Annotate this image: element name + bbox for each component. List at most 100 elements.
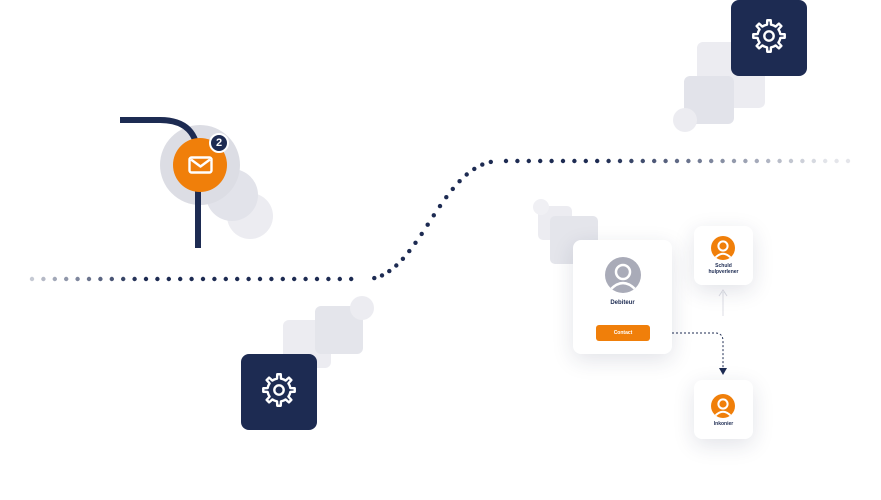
counselor-label-line2: hulpverlener xyxy=(708,269,739,275)
path-dot xyxy=(394,263,399,268)
path-dot xyxy=(400,256,406,261)
path-dot xyxy=(419,231,424,237)
collector-label: Inkonier xyxy=(713,421,734,427)
path-dot xyxy=(292,276,297,282)
path-dot xyxy=(63,276,69,282)
path-dot xyxy=(444,195,449,200)
path-dot xyxy=(720,158,725,164)
path-dot xyxy=(617,158,623,164)
path-dot xyxy=(503,158,509,164)
path-dot xyxy=(425,222,430,227)
path-dot xyxy=(515,158,520,164)
debt-counselor-card: Schuld hulpverlener xyxy=(694,226,753,285)
path-dot xyxy=(98,276,103,282)
path-dot xyxy=(488,159,493,165)
path-dot xyxy=(709,158,714,164)
path-dot xyxy=(777,158,782,164)
path-dot xyxy=(235,276,240,282)
path-dot xyxy=(280,276,285,282)
ghost-dot xyxy=(533,199,549,215)
path-dot xyxy=(143,276,149,282)
ghost-square xyxy=(684,76,734,124)
counselor-label-line1: Schuld xyxy=(715,263,732,269)
path-dot xyxy=(663,158,668,164)
gear-icon xyxy=(261,372,297,413)
path-dot xyxy=(337,276,342,282)
path-dot xyxy=(480,162,485,167)
mail-icon[interactable] xyxy=(188,156,213,174)
path-dot xyxy=(595,158,600,164)
collector-card: Inkonier xyxy=(694,380,753,439)
path-dot xyxy=(257,276,263,282)
path-dot xyxy=(178,276,183,282)
path-dot xyxy=(457,179,462,184)
debtor-avatar xyxy=(605,257,641,293)
path-dot xyxy=(834,158,839,164)
contact-button[interactable]: Contact xyxy=(596,325,650,341)
path-dot xyxy=(823,158,828,164)
path-dot xyxy=(606,158,611,164)
debtor-card: Debiteur Contact xyxy=(573,240,672,354)
path-dot xyxy=(41,276,46,282)
notification-badge: 2 xyxy=(209,133,229,153)
notification-count: 2 xyxy=(215,137,223,149)
dotted-connection-path xyxy=(29,158,851,282)
path-dot xyxy=(86,276,92,282)
user-icon xyxy=(714,398,732,417)
path-dot xyxy=(246,276,251,282)
ghost-dot xyxy=(350,296,374,320)
path-dot xyxy=(132,276,137,282)
path-dot xyxy=(674,158,680,164)
path-dot xyxy=(686,158,691,164)
path-dot xyxy=(52,276,57,282)
path-dot xyxy=(754,158,759,164)
gear-icon xyxy=(751,18,787,59)
user-icon xyxy=(610,263,636,290)
path-dot xyxy=(431,213,436,218)
debtor-label: Debiteur xyxy=(610,300,635,306)
path-dot xyxy=(109,276,115,282)
path-dot xyxy=(189,276,194,282)
path-dot xyxy=(788,158,794,164)
collector-avatar xyxy=(711,394,735,418)
path-dot xyxy=(743,158,748,164)
path-dot xyxy=(75,276,80,282)
path-dot xyxy=(200,276,206,282)
path-dot xyxy=(349,276,354,282)
path-dot xyxy=(387,268,392,274)
mail-pin-graphic xyxy=(120,117,273,248)
settings-tile-bottom[interactable] xyxy=(241,354,317,430)
path-dot xyxy=(379,273,385,278)
path-dot xyxy=(464,172,469,177)
path-dot xyxy=(583,158,588,164)
connector-arrowhead xyxy=(719,368,727,375)
path-dot xyxy=(121,276,126,282)
path-dot xyxy=(407,248,412,254)
path-dot xyxy=(437,203,443,209)
path-dot xyxy=(269,276,274,282)
path-dot xyxy=(223,276,228,282)
path-dot xyxy=(697,158,702,164)
path-dot xyxy=(166,276,171,282)
path-dot xyxy=(572,158,577,164)
path-dot xyxy=(560,158,566,164)
path-dot xyxy=(652,158,657,164)
path-dot xyxy=(640,158,645,164)
path-dot xyxy=(155,276,160,282)
path-dot xyxy=(326,276,331,282)
path-dot xyxy=(29,276,35,282)
path-dot xyxy=(372,275,377,281)
path-dot xyxy=(538,158,543,164)
ghost-square xyxy=(315,306,363,354)
path-dot xyxy=(314,276,320,282)
path-dot xyxy=(413,240,418,245)
path-dot xyxy=(845,158,851,164)
settings-tile-top[interactable] xyxy=(731,0,807,76)
path-dot xyxy=(526,158,531,164)
path-dot xyxy=(450,186,455,192)
path-dot xyxy=(212,276,217,282)
path-dot xyxy=(549,158,554,164)
contact-connector xyxy=(652,332,724,368)
user-icon xyxy=(714,240,732,259)
path-dot xyxy=(629,158,634,164)
